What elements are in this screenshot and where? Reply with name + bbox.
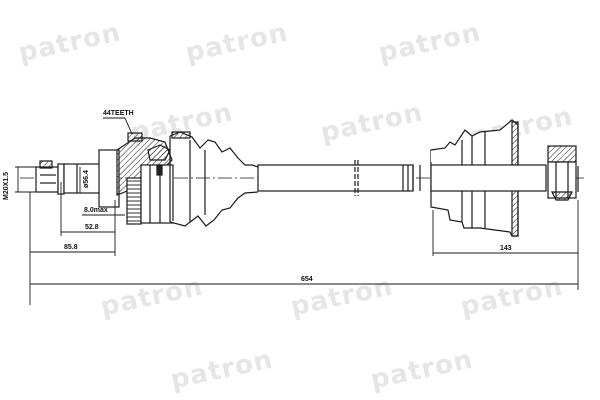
dimension-total-label: 654 (301, 276, 313, 283)
dimension-143-label: 143 (500, 245, 512, 252)
diameter-label: ø56.4 (83, 170, 90, 188)
dimension-85-8-label: 85.8 (64, 244, 78, 251)
teeth-count-label: 44TEETH (103, 110, 134, 117)
max-offset-label: 8.0max (84, 207, 108, 214)
thread-spec-label: M20X1.5 (3, 171, 10, 200)
dimension-52-8-label: 52.8 (85, 224, 99, 231)
